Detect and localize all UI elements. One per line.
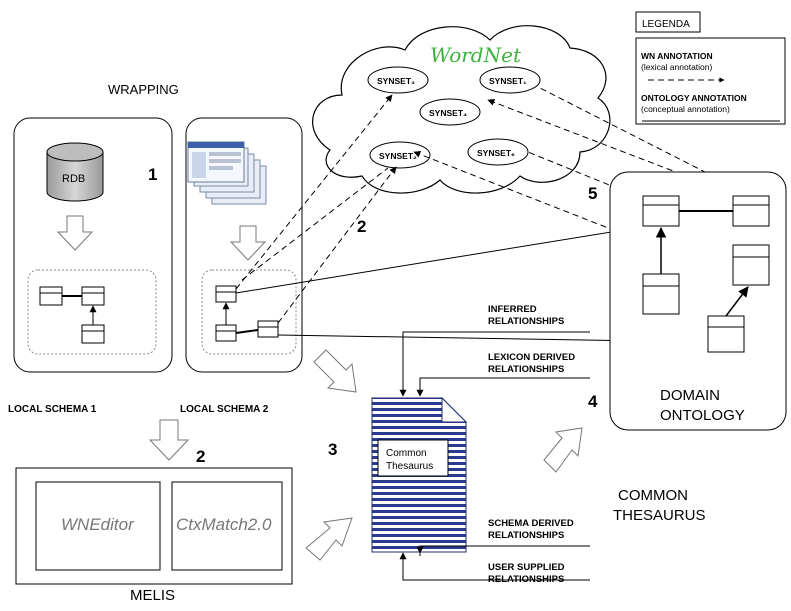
step-number-1: 1	[148, 165, 157, 184]
synset-label-top-left: SYNSET₃	[377, 76, 415, 86]
domain-ontology-line1: DOMAIN	[660, 387, 720, 404]
thesaurus-doc-line2: Thesaurus	[386, 461, 433, 472]
onto-class-1	[642, 195, 680, 227]
rdb-label: RDB	[62, 173, 85, 185]
legend-onto-line2: (conceptual annotation)	[641, 104, 730, 114]
onto-class-2	[732, 195, 770, 227]
local-schema-2-panel	[185, 117, 303, 373]
rdb-cylinder-icon	[46, 142, 104, 202]
common-thesaurus-document: Common Thesaurus	[371, 396, 468, 553]
lexicon-rel-line2: RELATIONSHIPS	[488, 364, 564, 375]
step-number-2-bottom: 2	[196, 447, 205, 466]
schema-rel-line1: SCHEMA DERIVED	[488, 518, 574, 529]
domain-ontology-panel	[609, 171, 787, 431]
web-pages-icon	[187, 141, 267, 205]
schema1-class-c	[81, 324, 105, 344]
synset-label-bottom-right: SYNSET₆	[477, 148, 515, 158]
schema1-down-arrow	[56, 215, 94, 251]
inferred-rel-line1: INFERRED	[488, 304, 537, 315]
wneditor-label: WNEditor	[61, 515, 135, 534]
onto-class-3	[642, 273, 680, 315]
schema1-class-b	[81, 286, 105, 306]
thesaurus-doc-line1: Common	[386, 448, 427, 459]
schema2-down-arrow	[229, 225, 267, 261]
arrow-schema-to-thesaurus	[313, 349, 357, 393]
melis-panel: WNEditor CtxMatch2.0	[15, 467, 293, 585]
domain-ontology-line2: ONTOLOGY	[660, 407, 745, 424]
arrow-schema1-to-melis	[148, 419, 190, 461]
lexicon-rel-line1: LEXICON DERIVED	[488, 352, 575, 363]
legend-box: LEGENDA WN ANNOTATION (lexical annotatio…	[635, 11, 786, 125]
schema2-class-b	[215, 324, 237, 342]
synset-label-bottom-left: SYNSET₂	[379, 151, 417, 161]
schema-rel-line2: RELATIONSHIPS	[488, 530, 564, 541]
synset-label-middle: SYNSET₄	[429, 108, 467, 118]
legend-wn-line1: WN ANNOTATION	[641, 51, 713, 61]
step-number-3: 3	[328, 440, 337, 459]
synset-oval-top-left	[367, 66, 429, 94]
synset-label-top-right: SYNSET₁	[489, 76, 527, 86]
schema1-class-a	[39, 286, 63, 306]
synset-ovals: SYNSET₃ SYNSET₁ SYNSET₄ SYNSET₂ SYNSET₆	[367, 66, 541, 169]
onto-class-4	[732, 244, 770, 286]
local-schema-2-label: LOCAL SCHEMA 2	[180, 404, 269, 415]
arrow-thesaurus-to-ontology	[543, 427, 583, 473]
synset-oval-top-right	[479, 66, 541, 94]
common-thesaurus-line1: COMMON	[618, 487, 688, 504]
step-number-5: 5	[588, 184, 597, 203]
legend-wn-line2: (lexical annotation)	[641, 62, 713, 72]
wneditor-box	[35, 481, 161, 571]
schema2-class-a	[215, 285, 237, 303]
local-schema-1-panel: RDB	[13, 117, 173, 373]
user-rel-line1: USER SUPPLIED	[488, 562, 565, 573]
relationship-arrows	[399, 331, 590, 581]
onto-class-5	[707, 315, 745, 353]
legend-title: LEGENDA	[642, 19, 690, 30]
melis-label: MELIS	[130, 587, 175, 604]
step-number-4: 4	[588, 392, 598, 411]
schema2-class-c	[257, 320, 279, 338]
step-number-2-top: 2	[357, 217, 366, 236]
inferred-rel-line2: RELATIONSHIPS	[488, 316, 564, 327]
wrapping-label: WRAPPING	[108, 82, 179, 97]
ctxmatch-label: CtxMatch2.0	[176, 515, 272, 534]
wordnet-logo: WordNet	[430, 43, 522, 67]
local-schema-1-label: LOCAL SCHEMA 1	[8, 404, 97, 415]
ctxmatch-box	[171, 481, 283, 571]
synset-oval-bottom-right	[467, 138, 529, 166]
synset-oval-bottom-left	[369, 141, 431, 169]
synset-oval-middle	[419, 98, 481, 126]
common-thesaurus-line2: THESAURUS	[613, 507, 706, 524]
user-rel-line2: RELATIONSHIPS	[488, 574, 564, 585]
legend-onto-line1: ONTOLOGY ANNOTATION	[641, 93, 747, 103]
arrow-melis-to-thesaurus	[305, 517, 353, 561]
